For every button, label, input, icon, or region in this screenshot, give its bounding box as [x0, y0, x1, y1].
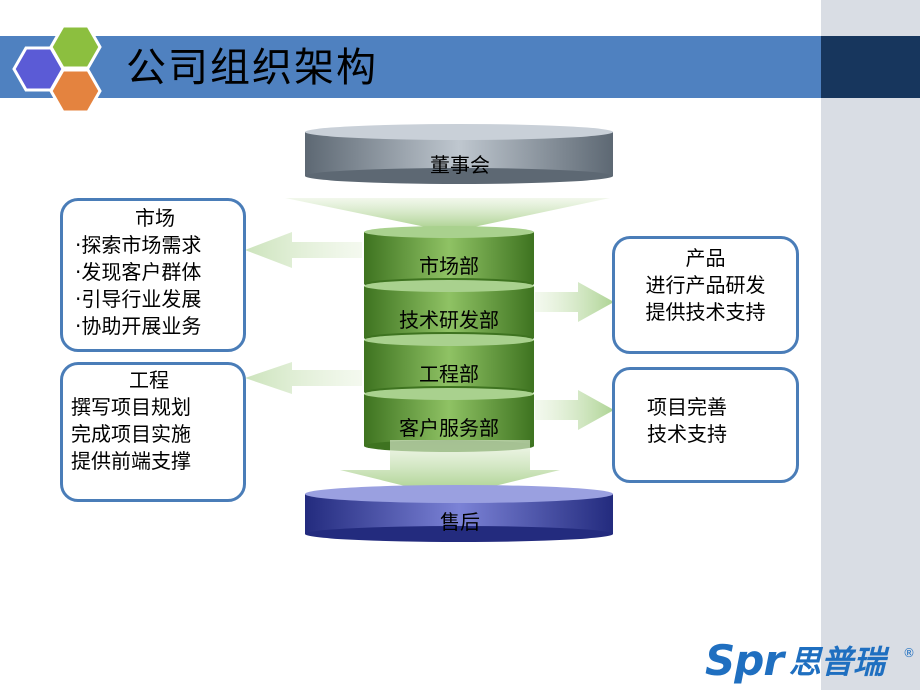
engineering-box: 工程 撰写项目规划 完成项目实施 提供前端支撑 [60, 362, 246, 502]
product-box-item: 进行产品研发 [645, 273, 766, 297]
market-box-item: ·发现客户群体 [75, 260, 202, 284]
arrow-to-project-box [535, 390, 614, 430]
product-box: 产品 进行产品研发 提供技术支持 [612, 236, 799, 354]
product-box-title: 产品 [685, 246, 726, 270]
engineering-box-item: 完成项目实施 [71, 422, 191, 446]
market-box-item: ·引导行业发展 [75, 287, 202, 311]
department-label: 市场部 [419, 254, 479, 278]
title-bar-dark-end [821, 36, 920, 98]
hexagon-orange-icon [49, 68, 102, 112]
project-box: 项目完善 技术支持 [612, 367, 799, 483]
arrow-to-market-box [245, 232, 362, 268]
department-label: 客户服务部 [399, 416, 499, 440]
project-box-item: 项目完善 [647, 395, 727, 419]
top-layer-label: 董事会 [430, 153, 490, 177]
market-box: 市场 ·探索市场需求 ·发现客户群体 ·引导行业发展 ·协助开展业务 [60, 198, 246, 352]
product-box-item: 提供技术支持 [645, 300, 766, 324]
market-box-item: ·协助开展业务 [75, 314, 202, 338]
registered-mark: ® [903, 646, 915, 660]
funnel-arrow-top [285, 198, 610, 232]
right-side-strip [821, 0, 920, 690]
top-layer-cylinder [305, 124, 613, 184]
bottom-layer-cylinder [305, 485, 613, 542]
department-label: 技术研发部 [399, 308, 499, 332]
department-cylinder [364, 280, 534, 344]
arrow-to-product-box [535, 282, 614, 322]
engineering-box-item: 提供前端支撑 [71, 449, 191, 473]
brand-chinese: 思普瑞 [789, 643, 886, 681]
title-bar [0, 36, 821, 98]
department-label: 工程部 [419, 362, 479, 386]
bottom-layer-label: 售后 [440, 510, 480, 534]
engineering-box-title: 工程 [129, 368, 169, 392]
page-title: 公司组织架构 [126, 45, 378, 91]
hexagon-logo-icon [12, 24, 102, 112]
brand-latin: Spr [705, 636, 784, 685]
market-box-title: 市场 [135, 206, 175, 230]
market-box-item: ·探索市场需求 [75, 233, 202, 257]
department-stack [364, 226, 534, 452]
arrow-to-aftersales [340, 440, 560, 497]
engineering-box-item: 撰写项目规划 [71, 395, 191, 419]
arrow-to-engineering-box [245, 362, 362, 394]
project-box-item: 技术支持 [647, 422, 727, 446]
